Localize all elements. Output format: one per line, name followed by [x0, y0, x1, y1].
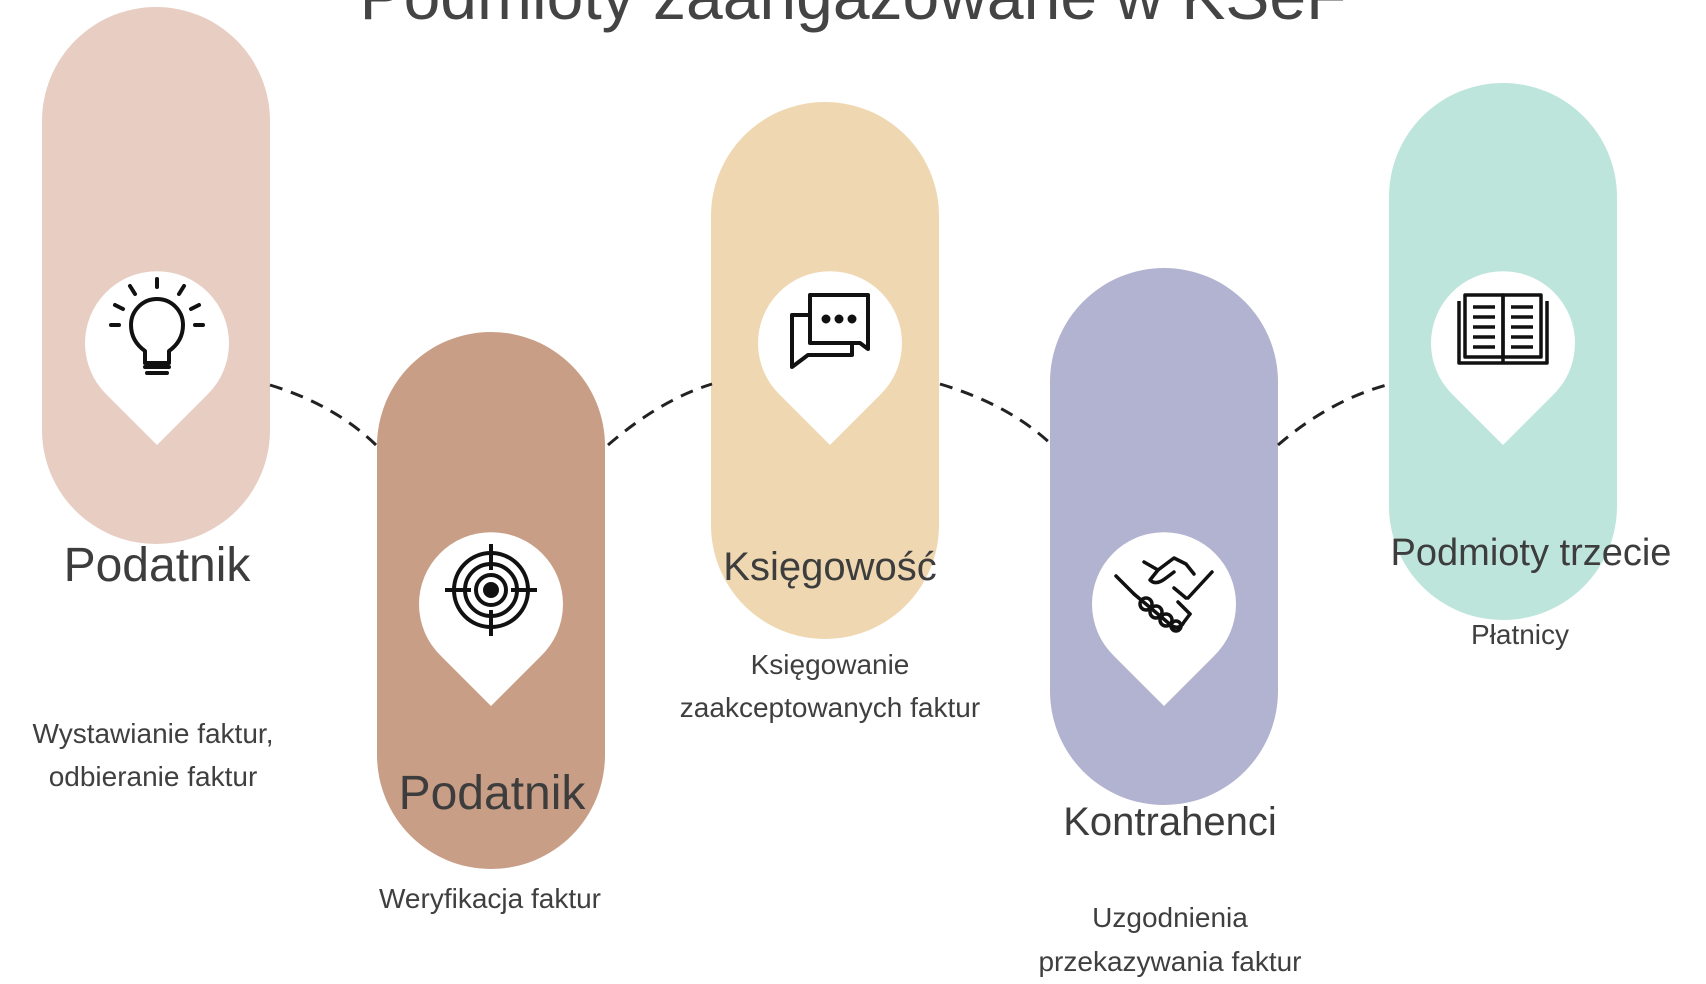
lightbulb-icon [109, 277, 205, 375]
connector-2-3 [607, 382, 713, 447]
connector-4-5 [1277, 382, 1391, 447]
stage-2-heading: Podatnik [398, 767, 586, 820]
stage-4-description: Uzgodnienia przekazywania faktur [1038, 902, 1302, 977]
stage-5-heading: Podmioty trzecie [1390, 532, 1672, 574]
connector-1-2 [269, 383, 378, 447]
chat-bubbles-icon [790, 293, 870, 369]
stage-1-marker [85, 271, 230, 445]
stage-1-description: Wystawianie faktur, odbieranie faktur [32, 718, 274, 792]
stage-3-heading: Księgowość [723, 545, 937, 589]
target-icon [445, 544, 537, 636]
stage-5-description: Płatnicy [1470, 619, 1570, 650]
diagram-title: Podmioty zaangażowane w KSeF [0, 0, 1706, 34]
stage-2-marker [419, 532, 563, 706]
stage-5-marker [1431, 271, 1575, 445]
stage-3-description: Księgowanie zaakceptowanych faktur [679, 649, 981, 723]
stage-3-marker [758, 271, 902, 445]
open-book-icon [1457, 293, 1549, 365]
stage-4-marker [1092, 532, 1236, 706]
stage-4-heading: Kontrahenci [1063, 800, 1277, 844]
stage-1-heading: Podatnik [63, 539, 251, 592]
connector-3-4 [939, 382, 1054, 447]
handshake-icon [1114, 556, 1214, 633]
stage-2-description: Weryfikacja faktur [379, 883, 601, 914]
